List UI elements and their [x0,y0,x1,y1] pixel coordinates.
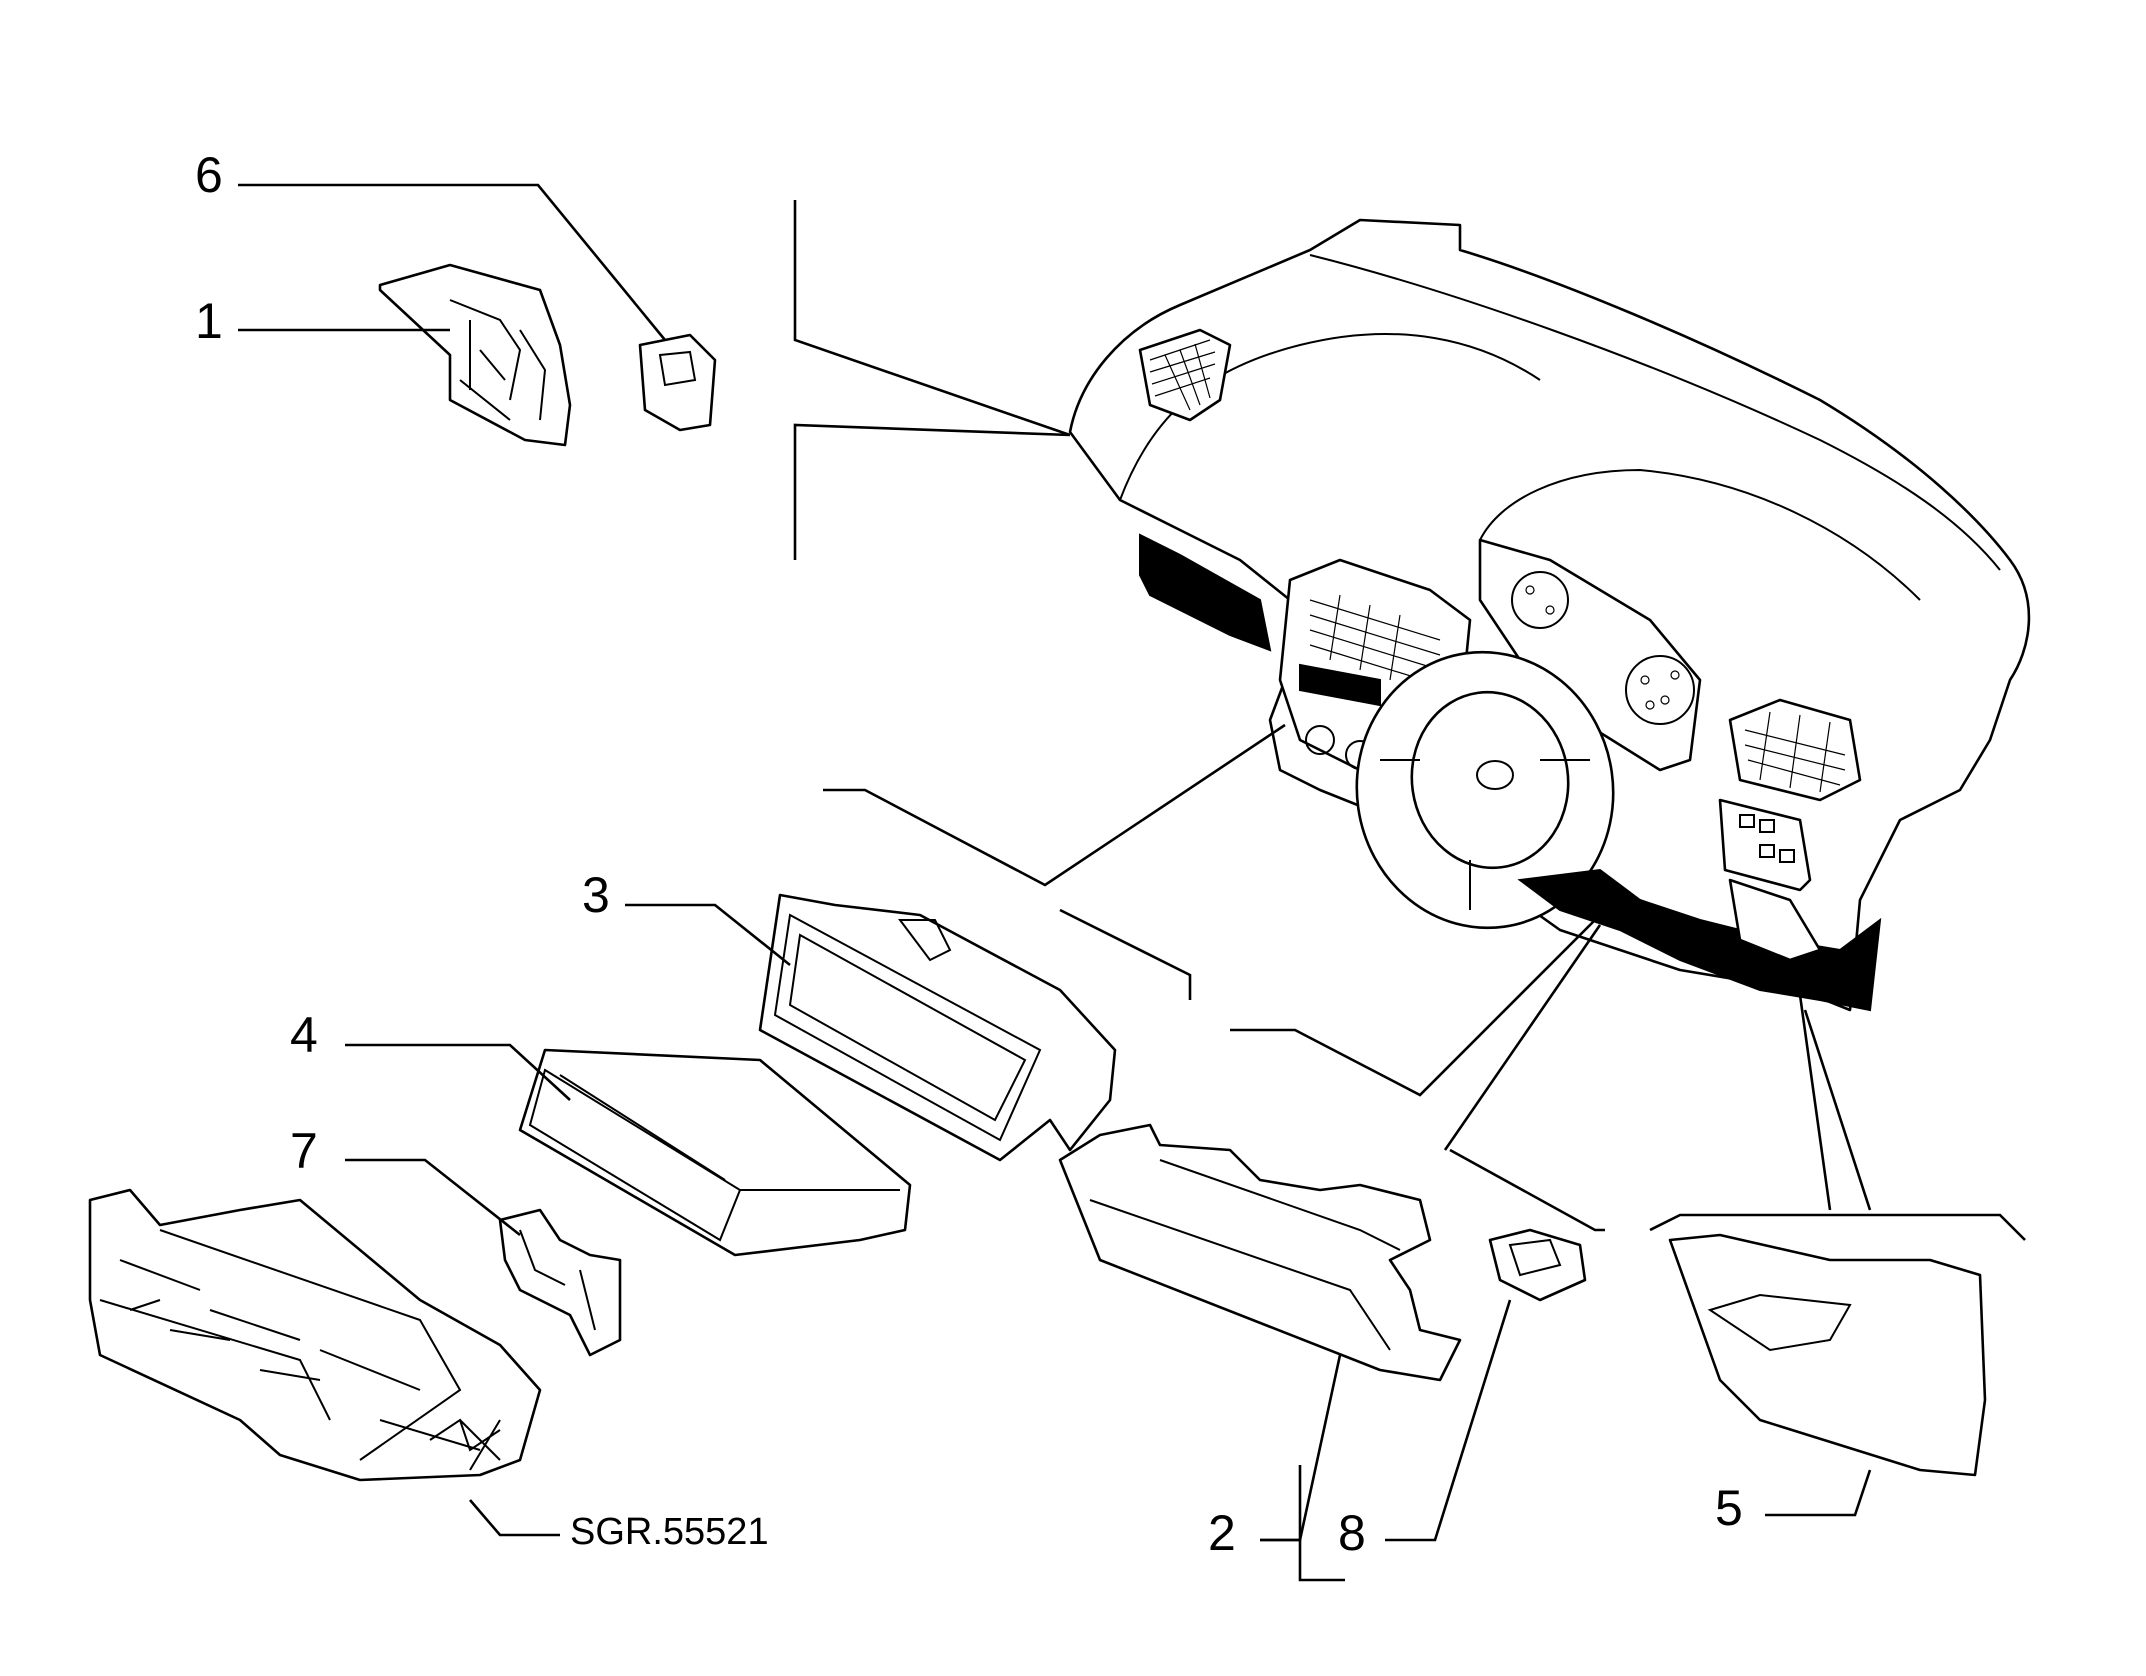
left-air-vent [1138,328,1232,422]
part-1-bracket [378,263,572,447]
callout-4: 4 [290,1007,318,1063]
callout-3: 3 [582,867,610,923]
part-8-latch [1488,1228,1587,1302]
part-7-small-bracket [498,1208,622,1357]
callout-5: 5 [1715,1480,1743,1536]
right-air-vent [1728,698,1862,802]
callout-labels: 6 1 3 4 7 2 8 5 SGR.55521 [195,147,1743,1561]
part-5-side-panel [1668,1233,1987,1477]
callout-6: 6 [195,147,223,203]
leader-lines [238,183,2026,1582]
switch-panel [1718,798,1812,892]
part-4-tray [518,1048,912,1257]
instrument-cluster [1478,538,1702,772]
part-6-clip [638,333,717,432]
drawing-code: SGR.55521 [570,1511,769,1553]
part-3-storage-box [758,893,1117,1162]
callout-7: 7 [290,1123,318,1179]
part-2-lower-panel [1058,1123,1462,1382]
callout-1: 1 [195,293,223,349]
dashboard-assembly [1068,218,2031,1012]
part-frame-sgr-55521 [88,1188,542,1482]
callout-8: 8 [1338,1505,1366,1561]
callout-2: 2 [1208,1505,1236,1561]
steering-wheel [1355,650,1615,930]
